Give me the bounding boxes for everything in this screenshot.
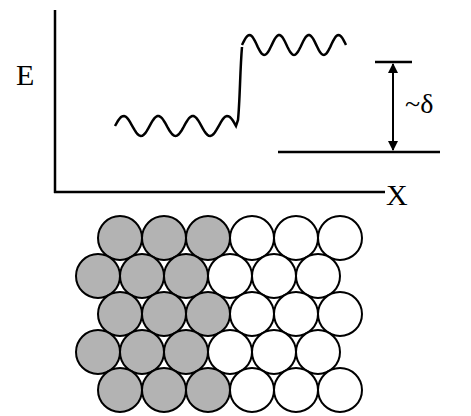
atom-white — [318, 216, 362, 260]
energy-wave-left — [115, 47, 242, 136]
atom-white — [208, 330, 252, 374]
atom-white — [252, 330, 296, 374]
atom-shaded — [164, 330, 208, 374]
atom-white — [274, 216, 318, 260]
atom-white — [318, 368, 362, 412]
atom-shaded — [76, 330, 120, 374]
atom-lattice — [76, 216, 362, 412]
atom-shaded — [186, 292, 230, 336]
atom-shaded — [98, 216, 142, 260]
atom-shaded — [120, 330, 164, 374]
atom-white — [230, 292, 274, 336]
gap-arrow — [392, 64, 394, 150]
atom-shaded — [120, 254, 164, 298]
atom-shaded — [186, 368, 230, 412]
atom-white — [274, 368, 318, 412]
atom-white — [208, 254, 252, 298]
atom-white — [296, 254, 340, 298]
energy-axis — [54, 10, 57, 193]
atom-shaded — [98, 292, 142, 336]
position-axis — [54, 191, 385, 194]
atom-shaded — [98, 368, 142, 412]
atom-white — [252, 254, 296, 298]
atom-shaded — [164, 254, 208, 298]
atom-shaded — [142, 368, 186, 412]
axis-label: E — [16, 60, 34, 90]
energy-wave-right — [242, 35, 346, 55]
gap-label: ~δ — [405, 90, 433, 118]
atom-white — [230, 368, 274, 412]
atom-white — [274, 292, 318, 336]
atom-shaded — [76, 254, 120, 298]
atom-white — [318, 292, 362, 336]
atom-white — [230, 216, 274, 260]
axis-label: X — [386, 180, 408, 210]
level-line-upper — [375, 61, 412, 64]
level-line-lower — [278, 151, 440, 154]
atom-shaded — [142, 216, 186, 260]
atom-white — [296, 330, 340, 374]
atom-shaded — [186, 216, 230, 260]
atom-shaded — [142, 292, 186, 336]
